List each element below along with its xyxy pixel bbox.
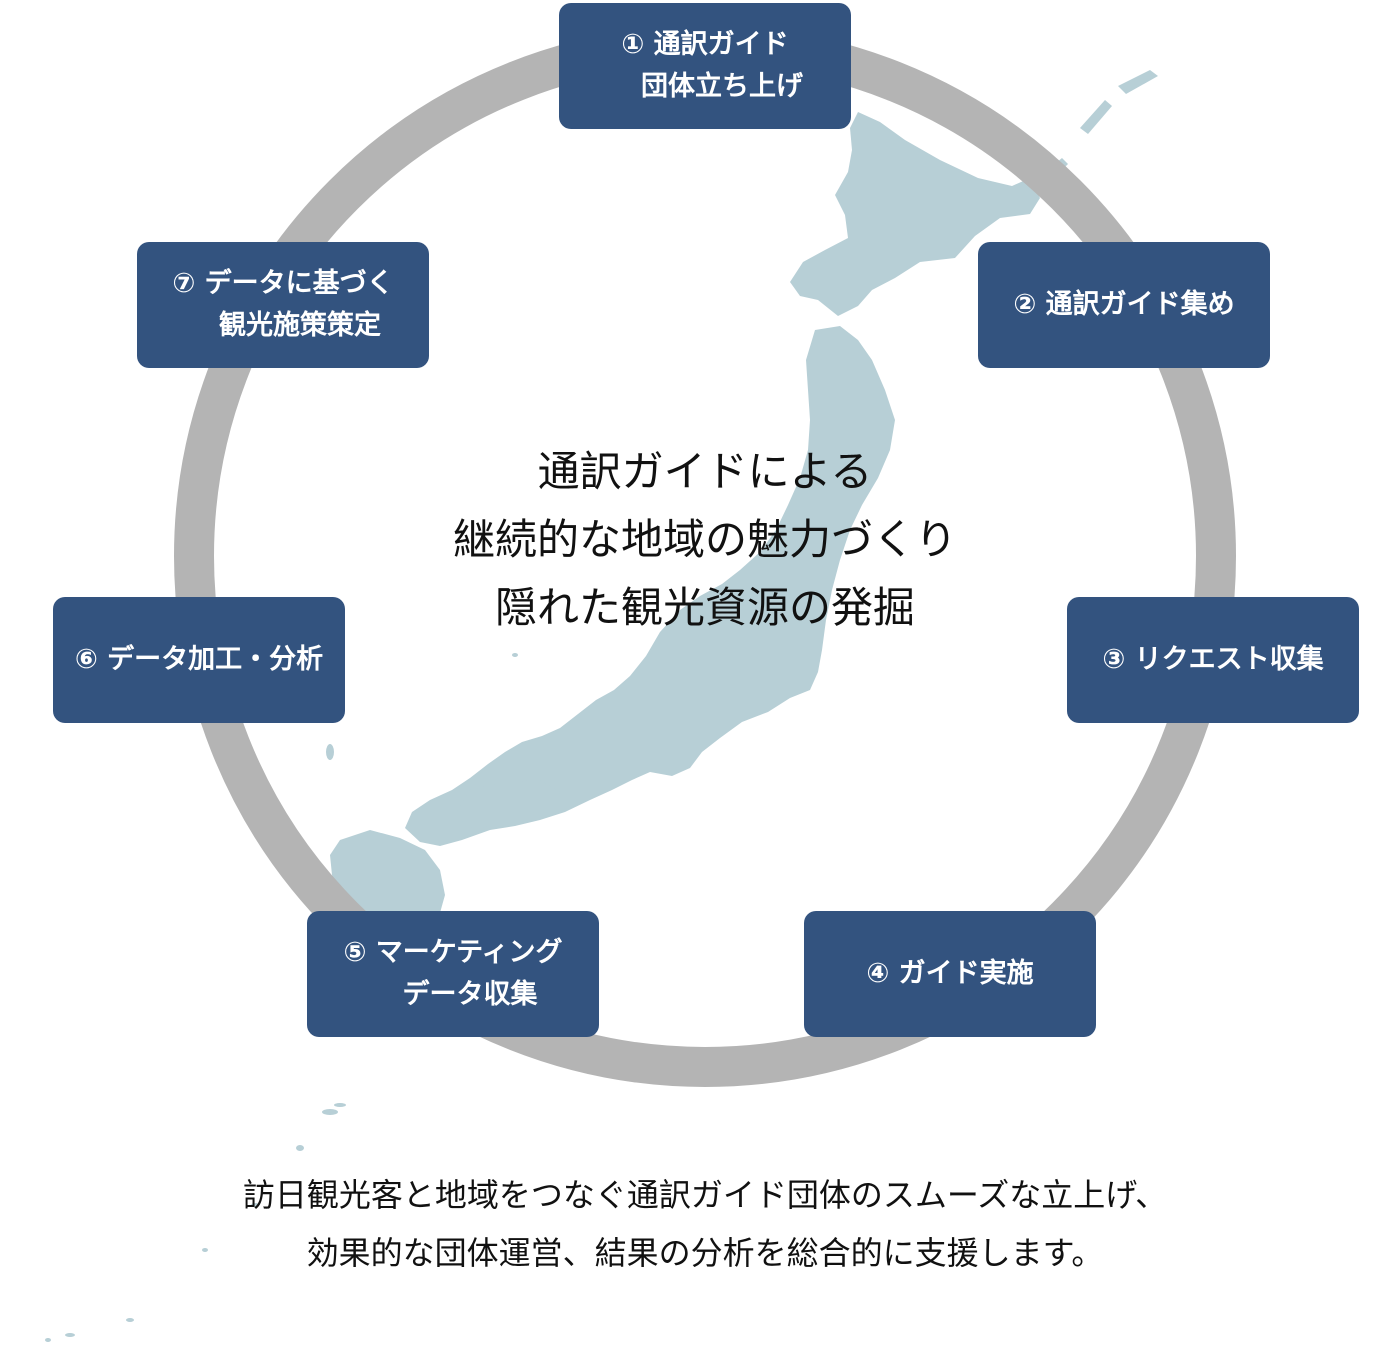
- step-6-box[interactable]: ⑥ データ加工・分析: [53, 597, 345, 723]
- step-7-line2: 観光施策策定: [219, 310, 381, 341]
- footer-line-1: 訪日観光客と地域をつなぐ通訳ガイド団体のスムーズな立上げ、: [242, 1176, 1168, 1214]
- map-island-7: [65, 1333, 75, 1337]
- map-hokkaido: [790, 112, 1040, 316]
- map-honshu: [405, 326, 895, 846]
- map-island-9: [512, 653, 518, 657]
- step-5-line2: データ収集: [402, 979, 538, 1010]
- footer-description: 訪日観光客と地域をつなぐ通訳ガイド団体のスムーズな立上げ、 効果的な団体運営、結…: [100, 1166, 1310, 1282]
- step-7-box[interactable]: ⑦ データに基づく 観光施策策定: [137, 242, 429, 368]
- map-island-8: [45, 1338, 51, 1342]
- map-island-6: [126, 1318, 134, 1322]
- center-line-2: 継続的な地域の魅力づくり: [452, 515, 957, 564]
- step-3-line1: ③ リクエスト収集: [1102, 644, 1324, 675]
- center-line-3: 隠れた観光資源の発掘: [494, 583, 915, 632]
- map-island-10: [326, 744, 334, 760]
- step-2-box[interactable]: ② 通訳ガイド集め: [978, 242, 1270, 368]
- center-message: 通訳ガイドによる 継続的な地域の魅力づくり 隠れた観光資源の発掘: [340, 438, 1070, 642]
- map-island-5: [202, 1248, 208, 1252]
- step-4-line1: ④ ガイド実施: [866, 958, 1034, 989]
- step-5-line1: ⑤ マーケティング: [343, 937, 563, 968]
- step-1-box[interactable]: ① 通訳ガイド 団体立ち上げ: [559, 3, 851, 129]
- footer-line-2: 効果的な団体運営、結果の分析を総合的に支援します。: [306, 1234, 1104, 1272]
- step-2-line1: ② 通訳ガイド集め: [1013, 289, 1235, 320]
- map-kuril-2: [1080, 100, 1112, 134]
- center-line-1: 通訳ガイドによる: [537, 447, 873, 496]
- map-island-1: [322, 1109, 338, 1115]
- step-6-line1: ⑥ データ加工・分析: [74, 644, 324, 675]
- step-3-box[interactable]: ③ リクエスト収集: [1067, 597, 1359, 723]
- step-4-box[interactable]: ④ ガイド実施: [804, 911, 1096, 1037]
- map-shikoku: [455, 780, 560, 828]
- step-1-line1: ① 通訳ガイド: [621, 29, 789, 60]
- map-kuril-3: [1118, 70, 1158, 94]
- step-7-line1: ⑦ データに基づく: [172, 268, 394, 299]
- map-island-3: [296, 1145, 304, 1151]
- step-1-line2: 団体立ち上げ: [641, 71, 803, 102]
- map-island-4: [251, 1203, 259, 1207]
- step-5-box[interactable]: ⑤ マーケティング データ収集: [307, 911, 599, 1037]
- map-island-2: [334, 1103, 346, 1107]
